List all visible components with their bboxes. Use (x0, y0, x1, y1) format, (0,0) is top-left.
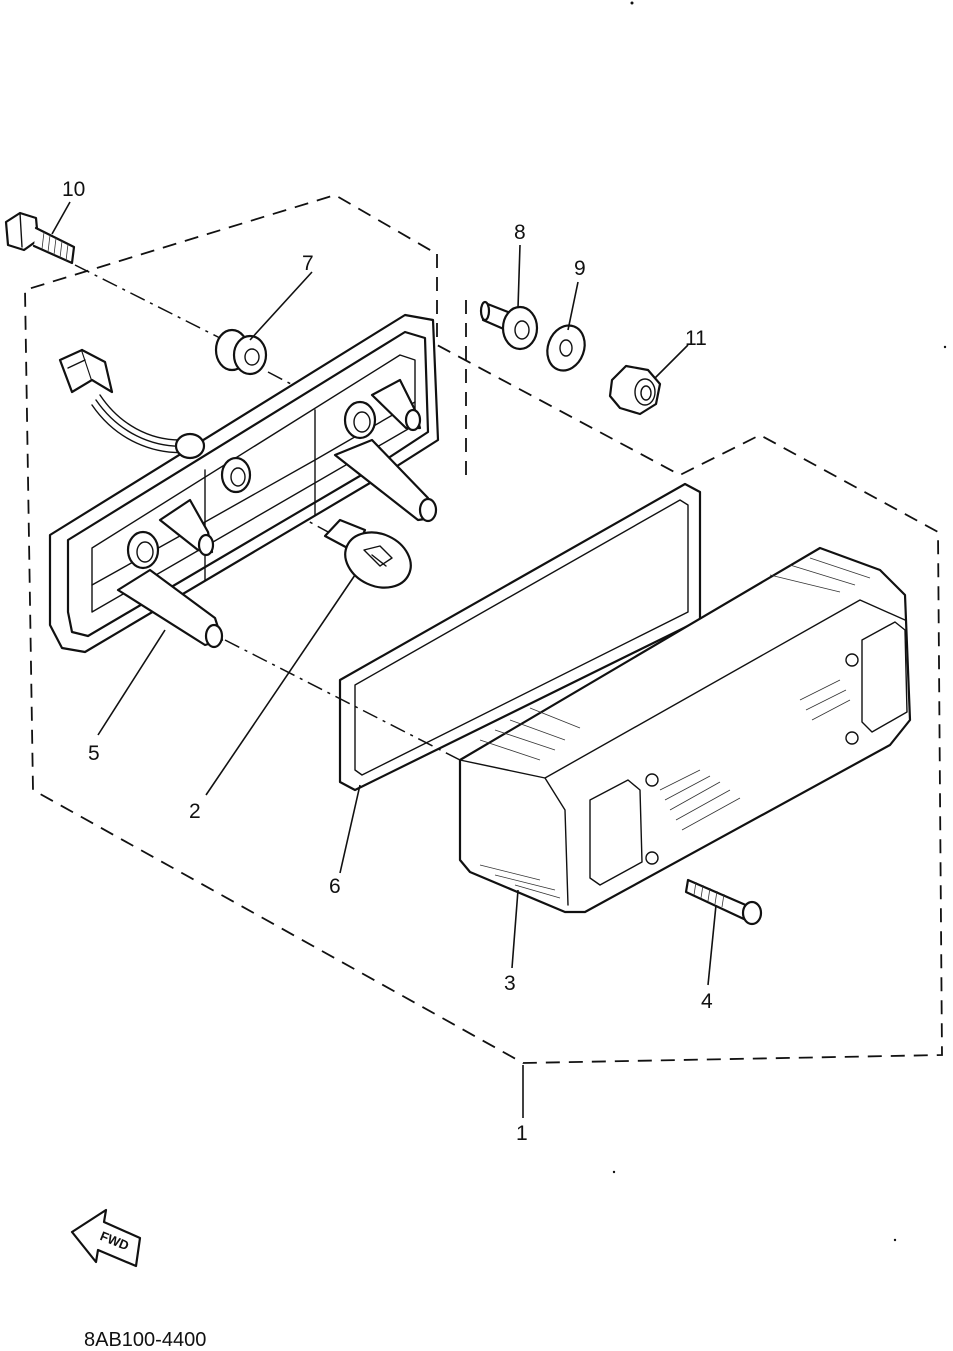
part-3-lens (458, 546, 912, 914)
callout-6: 6 (329, 875, 341, 898)
callout-2: 2 (189, 800, 201, 823)
callout-1: 1 (516, 1122, 528, 1145)
callouts: 1 2 3 4 5 6 7 8 9 10 11 (62, 178, 713, 1145)
part-7-grommet (214, 328, 268, 376)
part-5-lamp-base (48, 313, 440, 654)
callout-7: 7 (302, 252, 314, 275)
forward-arrow-icon: FWD (70, 1208, 142, 1268)
leader-lines (51, 201, 717, 1118)
callout-11: 11 (685, 327, 707, 350)
callout-8: 8 (514, 221, 526, 244)
part-8-collar (479, 300, 539, 351)
diagram-code: 8AB100-4400 (84, 1329, 206, 1351)
part-11-nut (608, 364, 662, 416)
part-2-bulb (323, 518, 412, 589)
callout-10: 10 (62, 178, 85, 201)
callout-4: 4 (701, 990, 713, 1013)
callout-5: 5 (88, 742, 100, 765)
callout-9: 9 (574, 257, 586, 280)
part-9-washer (546, 324, 586, 372)
part-4-screw (684, 878, 763, 926)
scan-specks (612, 1, 947, 1242)
part-10-bolt (4, 211, 76, 265)
callout-3: 3 (504, 972, 516, 995)
assembly-boundary (24, 194, 943, 1064)
